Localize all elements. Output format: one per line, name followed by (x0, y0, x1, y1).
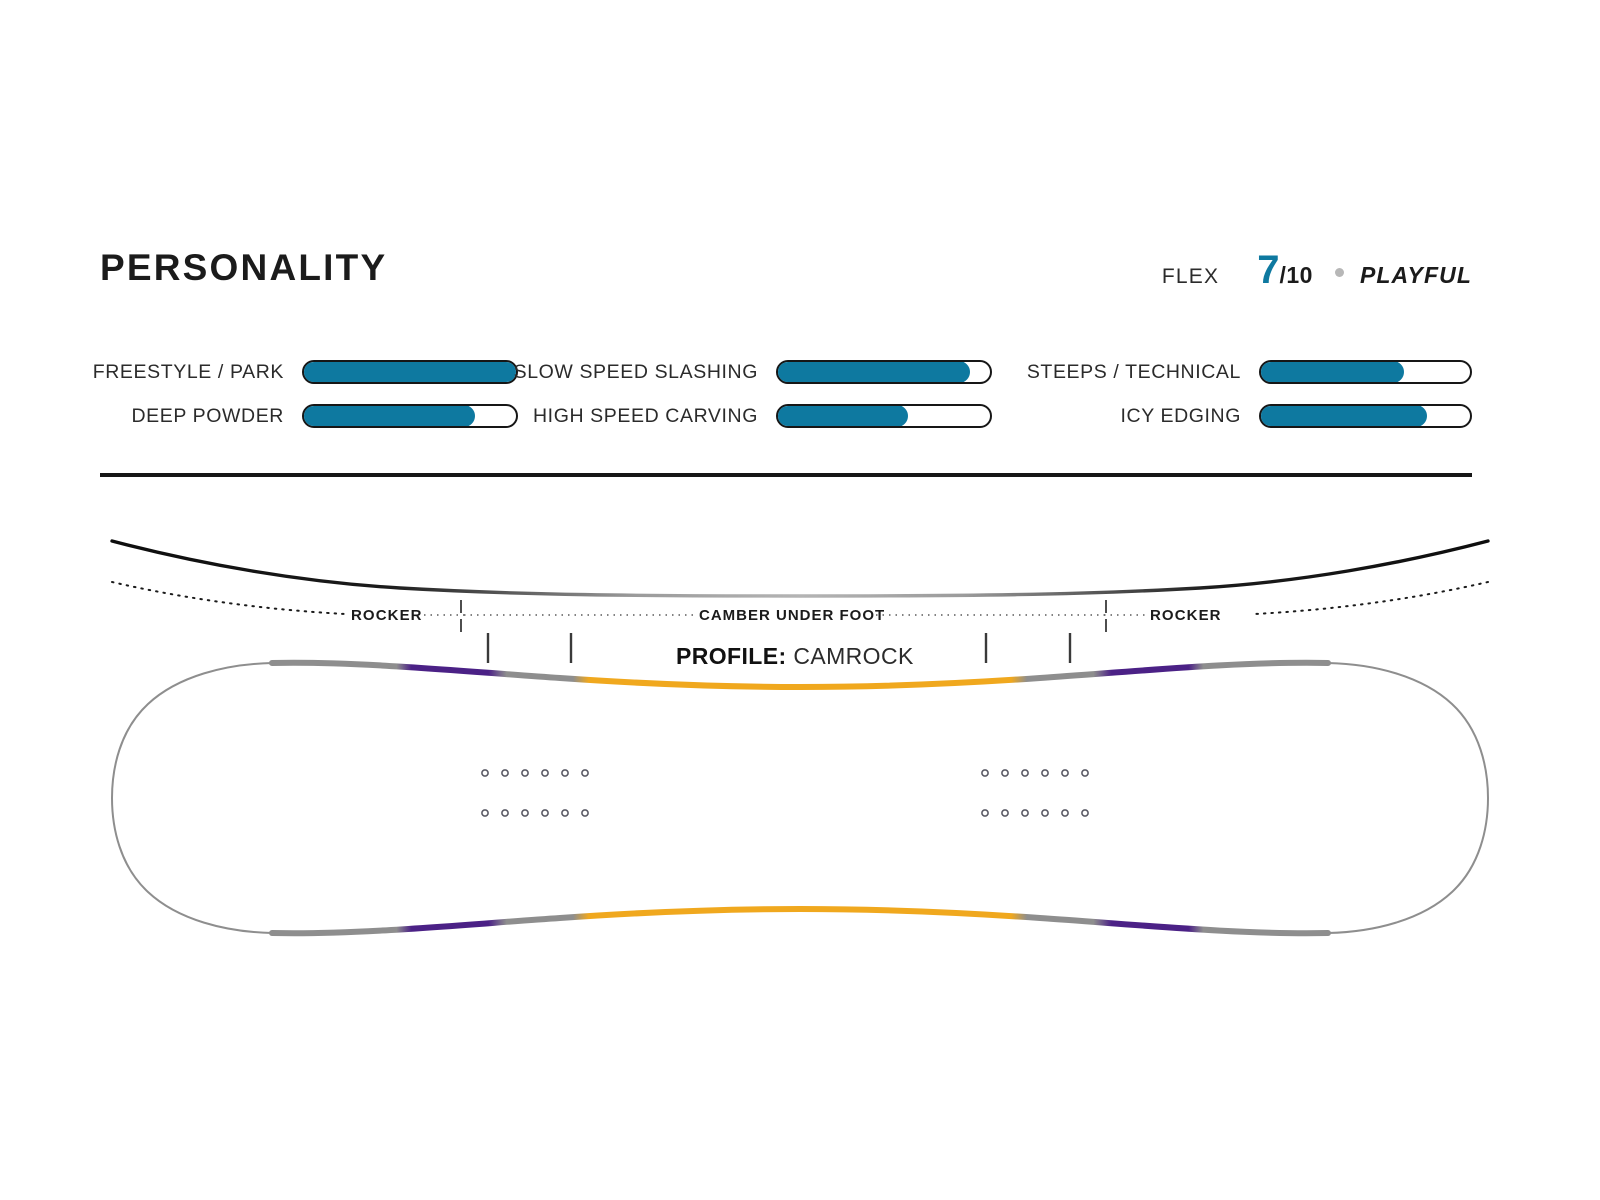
profile-curve (110, 539, 1490, 598)
binding-insert-hole (1001, 769, 1009, 777)
camber-label: CAMBER UNDER FOOT (699, 607, 886, 624)
section-divider (100, 473, 1472, 477)
flex-score: 7 (1257, 248, 1280, 292)
rating-label: HIGH SPEED CARVING (533, 404, 758, 427)
rating-fill (1261, 406, 1428, 426)
bullet-dot-icon (1334, 268, 1344, 277)
rating-track (302, 404, 518, 428)
rocker-reference-right (1254, 581, 1489, 615)
profile-type-label: PROFILE: (676, 643, 787, 669)
board-graphic (110, 539, 1490, 937)
rating-fill (778, 362, 970, 382)
rating-label: ICY EDGING (1120, 404, 1241, 427)
rating-track (1259, 404, 1472, 428)
binding-insert-hole (1001, 809, 1009, 817)
binding-insert-hole (521, 769, 529, 777)
binding-insert-hole (481, 769, 489, 777)
binding-insert-hole (581, 809, 589, 817)
rating-track (302, 360, 518, 384)
binding-insert-hole (1081, 769, 1089, 777)
binding-insert-hole (1061, 809, 1069, 817)
rating-fill (1261, 362, 1405, 382)
binding-insert-hole (521, 809, 529, 817)
rocker-reference-left (111, 581, 346, 615)
rating-row: DEEP POWDER (100, 402, 518, 430)
rating-row: ICY EDGING (1025, 402, 1472, 430)
rating-fill (304, 362, 516, 382)
rating-label: STEEPS / TECHNICAL (1026, 360, 1241, 383)
binding-insert-hole (981, 809, 989, 817)
page-title: PERSONALITY (100, 247, 388, 288)
flex-descriptor: PLAYFUL (1359, 262, 1472, 288)
profile-type: PROFILE: CAMROCK (676, 643, 914, 670)
rating-track (1259, 360, 1472, 384)
binding-insert-hole (481, 809, 489, 817)
rating-column-1: FREESTYLE / PARK DEEP POWDER (93, 352, 518, 436)
board-edge-accent-bottom (269, 905, 1331, 937)
rating-track (776, 404, 992, 428)
binding-insert-hole (1081, 809, 1089, 817)
rating-fill (304, 406, 475, 426)
binding-insert-hole (561, 769, 569, 777)
binding-insert-hole (1041, 769, 1049, 777)
rating-row: HIGH SPEED CARVING (532, 402, 992, 430)
binding-insert-hole (981, 769, 989, 777)
binding-insert-hole (1041, 809, 1049, 817)
header: PERSONALITY FLEX 7 /10 PLAYFUL (100, 246, 1472, 306)
rating-bars: FREESTYLE / PARK DEEP POWDER SLOW SPEED … (93, 352, 1472, 436)
binding-insert-hole (541, 809, 549, 817)
rating-label: SLOW SPEED SLASHING (513, 360, 758, 383)
binding-insert-hole (501, 769, 509, 777)
rating-label: FREESTYLE / PARK (92, 360, 284, 383)
flex-max: /10 (1279, 262, 1313, 288)
board-edge-accent-top (269, 659, 1331, 691)
rating-track (776, 360, 992, 384)
rating-column-3: STEEPS / TECHNICAL ICY EDGING (1025, 352, 1472, 436)
rating-fill (778, 406, 909, 426)
binding-insert-hole (1021, 769, 1029, 777)
binding-insert-hole (561, 809, 569, 817)
rating-label: DEEP POWDER (131, 404, 284, 427)
rocker-label-right: ROCKER (1150, 607, 1222, 624)
rating-row: STEEPS / TECHNICAL (1025, 358, 1472, 386)
board-outline (110, 661, 1490, 935)
binding-insert-hole (581, 769, 589, 777)
rating-row: SLOW SPEED SLASHING (514, 358, 992, 386)
binding-insert-hole (541, 769, 549, 777)
binding-insert-hole (501, 809, 509, 817)
rating-column-2: SLOW SPEED SLASHING HIGH SPEED CARVING (514, 352, 992, 436)
binding-inserts (481, 769, 1089, 817)
rocker-label-left: ROCKER (351, 607, 423, 624)
binding-insert-hole (1021, 809, 1029, 817)
binding-insert-hole (1061, 769, 1069, 777)
rating-row: FREESTYLE / PARK (93, 358, 518, 386)
flex-rating: FLEX 7 /10 PLAYFUL (1162, 250, 1472, 290)
profile-type-value: CAMROCK (793, 643, 914, 669)
flex-label: FLEX (1161, 265, 1220, 288)
